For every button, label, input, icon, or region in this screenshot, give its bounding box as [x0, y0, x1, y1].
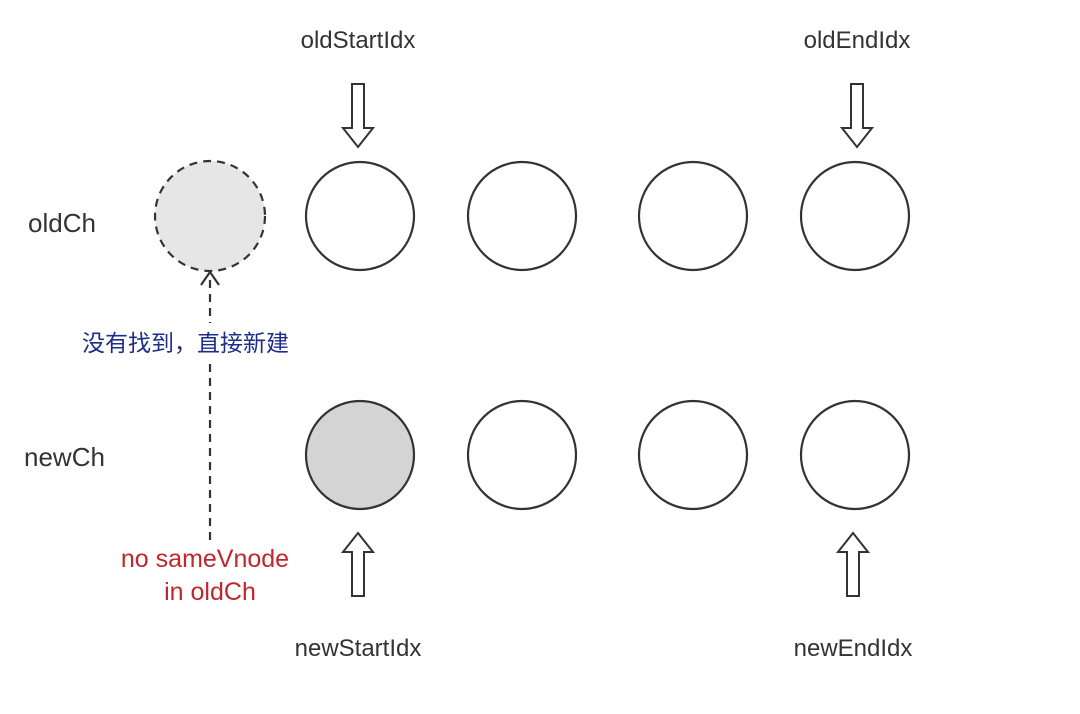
- create-note: 没有找到，直接新建: [82, 331, 289, 357]
- create-note-background: [80, 323, 326, 359]
- old-node-1: [304, 160, 416, 272]
- old-node-2: [466, 160, 578, 272]
- old-end-idx-label: oldEndIdx: [804, 27, 911, 54]
- new-children-label: newCh: [24, 442, 105, 472]
- new-start-idx-label: newStartIdx: [295, 635, 422, 662]
- new-node-3: [637, 399, 749, 511]
- create-connector-arrowhead: [200, 270, 220, 286]
- no-same-vnode-note-line1: no sameVnode: [121, 545, 289, 573]
- new-node-4: [799, 399, 911, 511]
- new-node-1-active: [304, 399, 416, 511]
- new-start-pointer-arrow: [340, 531, 376, 597]
- new-node-2: [466, 399, 578, 511]
- old-node-created: [153, 159, 267, 273]
- old-children-label: oldCh: [28, 208, 96, 238]
- old-start-pointer-arrow: [340, 83, 376, 149]
- old-node-4: [799, 160, 911, 272]
- new-end-pointer-arrow: [835, 531, 871, 597]
- old-node-3: [637, 160, 749, 272]
- old-start-idx-label: oldStartIdx: [301, 27, 416, 54]
- old-end-pointer-arrow: [839, 83, 875, 149]
- no-same-vnode-note-line2: in oldCh: [164, 578, 256, 606]
- new-end-idx-label: newEndIdx: [794, 635, 913, 662]
